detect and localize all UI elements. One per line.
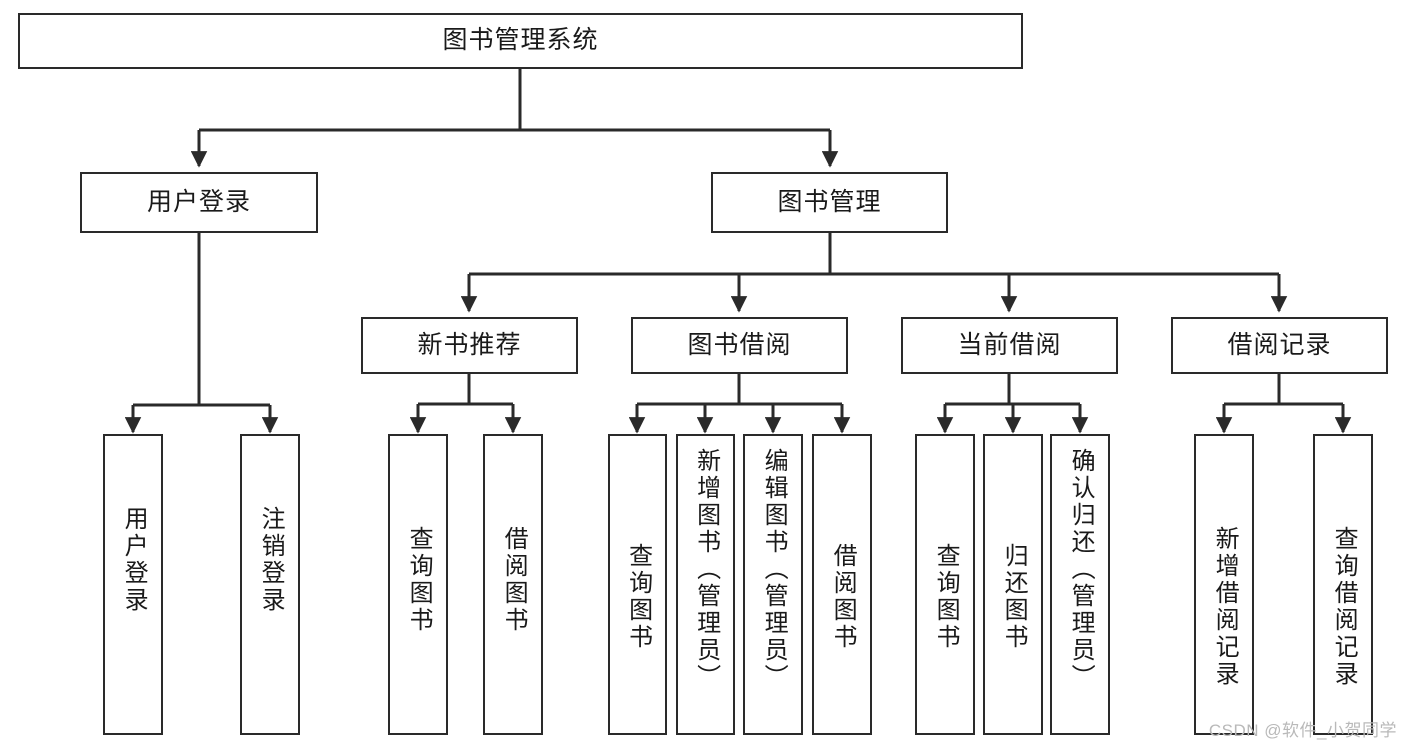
watermark: CSDN @软件_小贺同学 [1208,721,1397,740]
node-leaf-logout-label: 注销登录 [257,506,285,614]
node-leaf-user-login[interactable]: 用户登录 [103,434,163,735]
node-new-book-recommend-label: 新书推荐 [417,330,522,359]
node-current-borrow[interactable]: 当前借阅 [901,317,1118,374]
node-user-login-label: 用户登录 [146,187,251,216]
node-leaf-return-book-label: 归还图书 [1000,543,1028,651]
node-borrow-record-label: 借阅记录 [1227,330,1332,359]
node-user-login[interactable]: 用户登录 [80,172,318,233]
node-leaf-add-record[interactable]: 新增借阅记录 [1194,434,1254,735]
node-leaf-borrow-book-1[interactable]: 借阅图书 [483,434,543,735]
node-leaf-borrow-book-2-label: 借阅图书 [829,543,857,651]
node-leaf-query-book-2[interactable]: 查询图书 [608,434,667,735]
node-root-label: 图书管理系统 [442,26,599,55]
node-book-borrow[interactable]: 图书借阅 [631,317,848,374]
node-leaf-query-record[interactable]: 查询借阅记录 [1313,434,1373,735]
node-leaf-borrow-book-2[interactable]: 借阅图书 [812,434,872,735]
node-leaf-return-book[interactable]: 归还图书 [983,434,1043,735]
node-borrow-record[interactable]: 借阅记录 [1171,317,1388,374]
node-book-manage-label: 图书管理 [777,187,882,216]
node-current-borrow-label: 当前借阅 [957,330,1062,359]
node-leaf-query-book-3[interactable]: 查询图书 [915,434,975,735]
node-leaf-edit-book-label: 编辑图书（管理员） [760,448,788,691]
node-leaf-logout[interactable]: 注销登录 [240,434,300,735]
node-leaf-query-record-label: 查询借阅记录 [1330,526,1358,688]
node-new-book-recommend[interactable]: 新书推荐 [361,317,578,374]
node-book-borrow-label: 图书借阅 [687,330,792,359]
node-leaf-confirm-return-label: 确认归还（管理员） [1067,448,1095,691]
node-leaf-edit-book[interactable]: 编辑图书（管理员） [743,434,803,735]
node-leaf-borrow-book-1-label: 借阅图书 [500,526,528,634]
node-book-manage[interactable]: 图书管理 [711,172,948,233]
node-leaf-confirm-return[interactable]: 确认归还（管理员） [1050,434,1110,735]
node-leaf-query-book-3-label: 查询图书 [932,543,960,651]
node-leaf-user-login-label: 用户登录 [120,506,148,614]
node-root[interactable]: 图书管理系统 [18,13,1023,69]
node-leaf-query-book-1[interactable]: 查询图书 [388,434,448,735]
node-leaf-query-book-1-label: 查询图书 [405,526,433,634]
node-leaf-add-record-label: 新增借阅记录 [1211,526,1239,688]
node-leaf-add-book[interactable]: 新增图书（管理员） [676,434,735,735]
node-leaf-query-book-2-label: 查询图书 [624,543,652,651]
node-leaf-add-book-label: 新增图书（管理员） [692,448,720,691]
